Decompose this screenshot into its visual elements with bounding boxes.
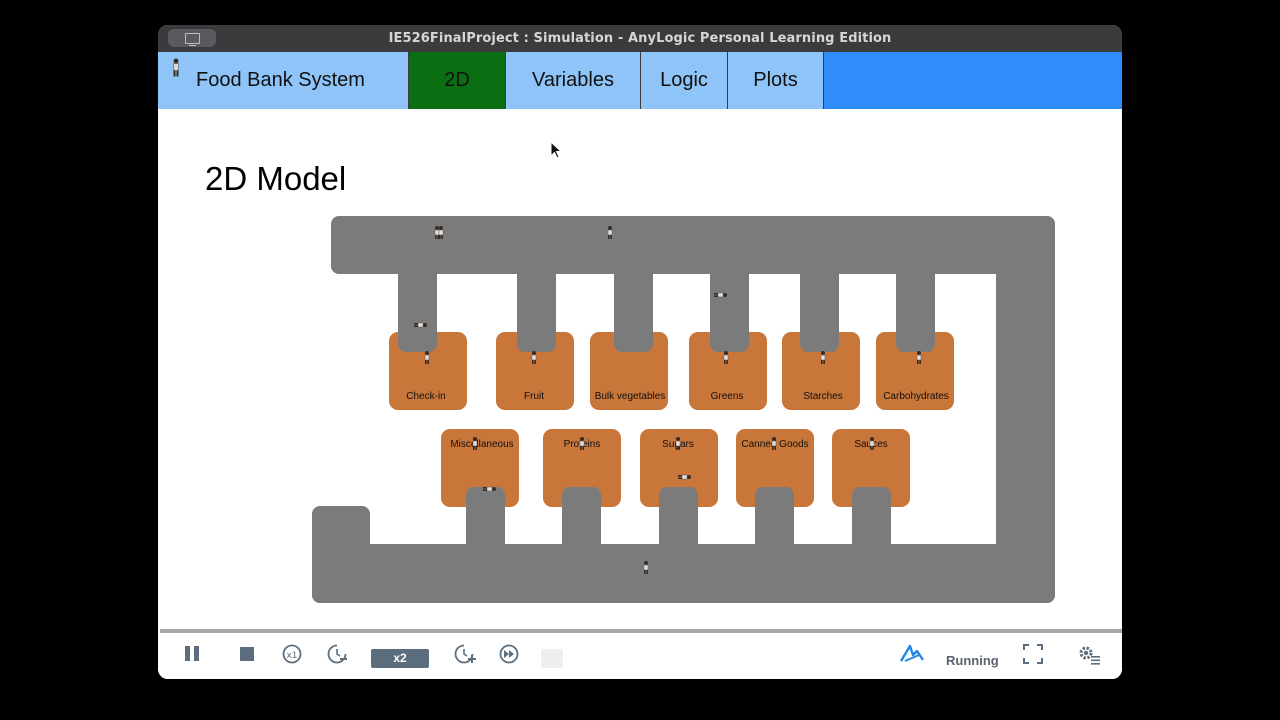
anylogic-logo-icon: [899, 644, 924, 662]
agents-layer: [413, 225, 922, 575]
lane-cap: [614, 330, 653, 352]
lane-cap: [755, 487, 794, 507]
tab-2d[interactable]: 2D: [409, 52, 506, 109]
fullscreen-icon[interactable]: [1022, 643, 1044, 665]
bottom-corridor: [312, 544, 1055, 603]
agent: [434, 225, 440, 240]
lane-cap: [710, 330, 749, 352]
run-to-end-icon[interactable]: [498, 643, 520, 665]
tab-food-bank-system[interactable]: Food Bank System: [158, 52, 409, 109]
agent: [713, 292, 728, 298]
simulation-controls: x1 x2 Running: [158, 629, 1122, 679]
station-label: Fruit: [524, 391, 544, 402]
speed-indicator[interactable]: x2: [371, 649, 429, 668]
tab-label: Plots: [753, 69, 798, 91]
agent: [820, 350, 826, 365]
lane-cap: [896, 330, 935, 352]
station-label: Carbohydrates: [883, 391, 949, 402]
tab-plots[interactable]: Plots: [728, 52, 824, 109]
tab-variables[interactable]: Variables: [506, 52, 641, 109]
speed-up-icon[interactable]: [453, 643, 477, 665]
mouse-cursor-icon: [550, 141, 563, 159]
lane-cap: [466, 487, 505, 507]
agent: [424, 350, 430, 365]
agent: [579, 436, 585, 451]
station-label: Miscellaneous: [450, 439, 514, 450]
exit-corridor: [312, 506, 370, 603]
agent: [675, 436, 681, 451]
title-bar: IE526FinalProject : Simulation - AnyLogi…: [158, 25, 1122, 52]
station-label: Bulk vegetables: [594, 391, 666, 402]
tab-label: 2D: [444, 69, 470, 91]
nav-bar: Food Bank System 2D Variables Logic Plot…: [158, 52, 1122, 109]
tab-logic[interactable]: Logic: [641, 52, 728, 109]
svg-text:x1: x1: [286, 651, 297, 661]
agent: [869, 436, 875, 451]
page-title: 2D Model: [205, 160, 347, 197]
lane-cap: [800, 330, 839, 352]
simulation-status: Running: [946, 653, 999, 668]
lane-cap: [659, 487, 698, 507]
top-corridor: [331, 216, 1055, 274]
agent: [438, 225, 444, 240]
lane-cap: [852, 487, 891, 507]
tab-label: Food Bank System: [196, 69, 365, 91]
stop-icon[interactable]: [237, 643, 257, 663]
agent: [677, 474, 692, 480]
lane-cap: [398, 330, 437, 352]
agent: [643, 560, 649, 575]
right-corridor: [996, 216, 1055, 603]
disabled-control: [541, 649, 563, 668]
screen-icon: [185, 33, 200, 46]
agent: [607, 225, 613, 240]
app-window: IE526FinalProject : Simulation - AnyLogi…: [158, 25, 1122, 679]
person-icon: [173, 58, 179, 77]
progress-bar: [160, 629, 1122, 633]
agent: [916, 350, 922, 365]
speed-x1-icon[interactable]: x1: [281, 643, 303, 665]
window-title: IE526FinalProject : Simulation - AnyLogi…: [388, 31, 892, 46]
agent: [771, 436, 777, 451]
agent: [413, 322, 428, 328]
lane-cap: [517, 330, 556, 352]
agent: [482, 486, 497, 492]
tab-label: Variables: [532, 69, 614, 91]
agent: [531, 350, 537, 365]
agent: [723, 350, 729, 365]
lane-cap: [562, 487, 601, 507]
screen-mode-button[interactable]: [168, 29, 216, 47]
pause-icon[interactable]: [182, 643, 202, 663]
settings-icon[interactable]: [1076, 643, 1102, 667]
station-label: Check-in: [406, 391, 446, 402]
tab-label: Logic: [660, 69, 708, 91]
station-label: Greens: [710, 391, 744, 402]
agent: [472, 436, 478, 451]
station-label: Starches: [803, 391, 843, 402]
slow-down-icon[interactable]: [326, 643, 348, 665]
